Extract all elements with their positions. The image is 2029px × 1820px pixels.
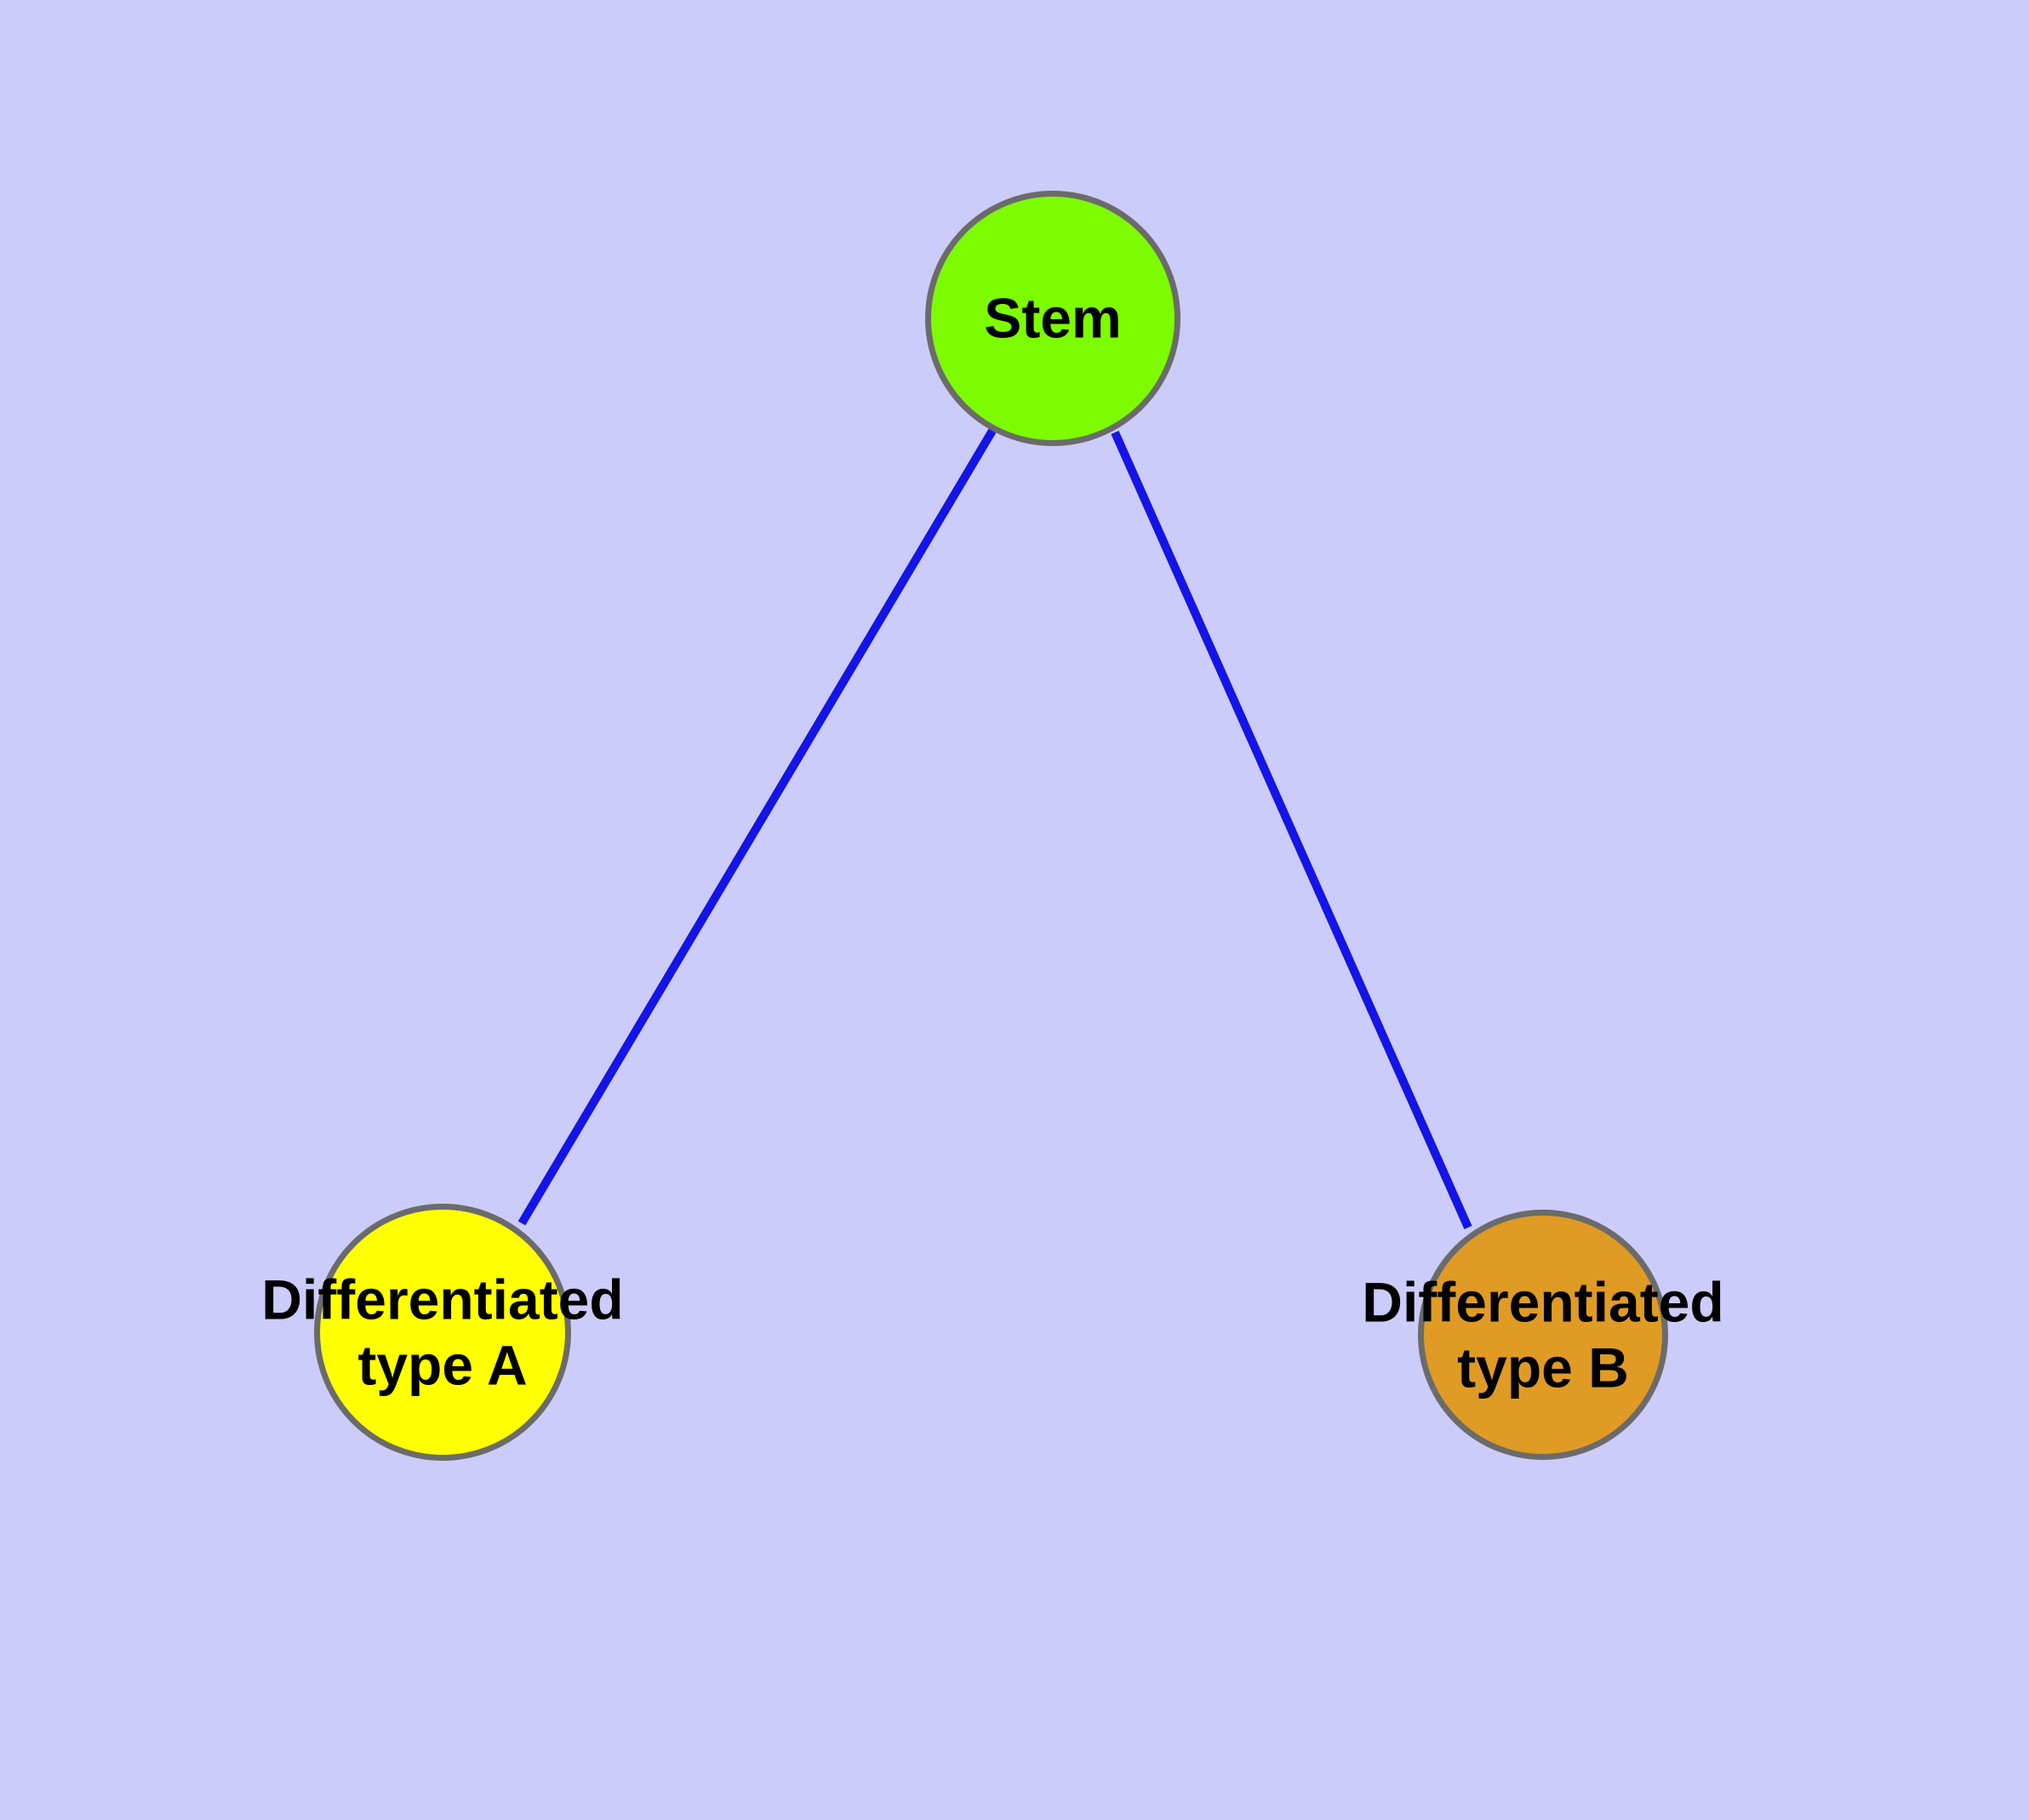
node-stem-label: Stem <box>984 286 1122 350</box>
node-stem[interactable]: Stem <box>925 191 1180 446</box>
node-differentiated-type-b[interactable]: Differentiated type B <box>1362 1210 1724 1460</box>
edge-stem-to-diff-a <box>517 428 997 1226</box>
node-differentiated-type-a[interactable]: Differentiated type A <box>261 1204 624 1461</box>
edge-stem-to-diff-b <box>1111 430 1472 1230</box>
